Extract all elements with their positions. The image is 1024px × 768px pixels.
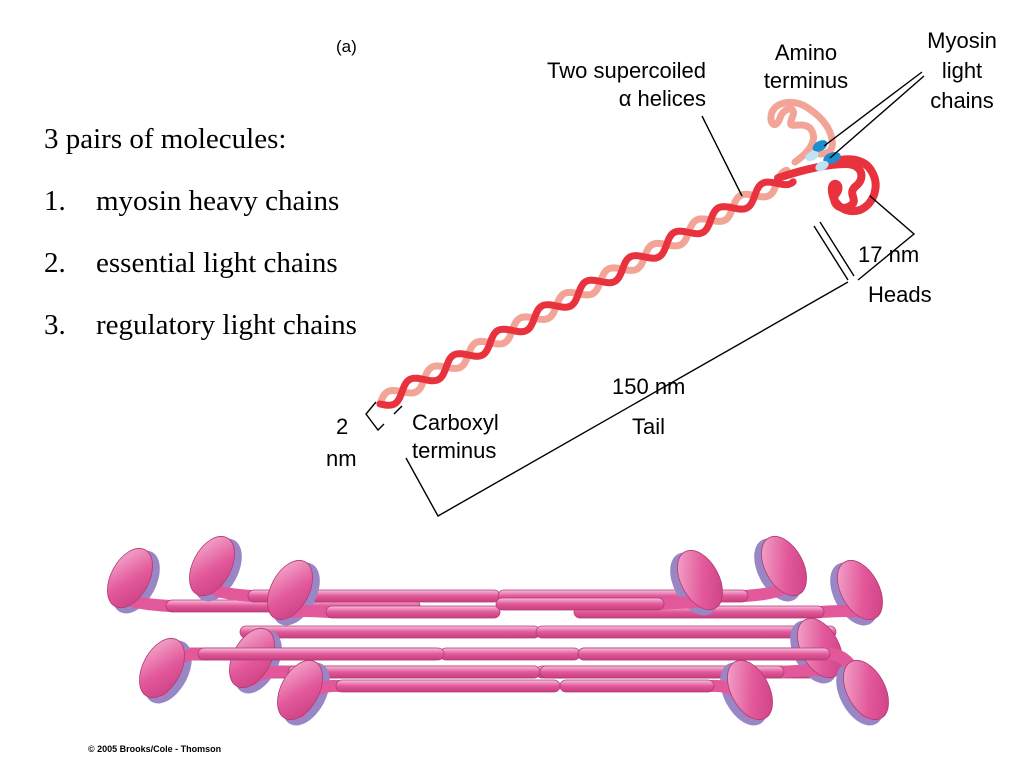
annotations: Two supercoiled α helices Amino terminus… bbox=[326, 28, 997, 517]
filament-rod bbox=[239, 625, 541, 639]
heads-tick bbox=[819, 221, 855, 277]
filament-rod bbox=[559, 679, 715, 693]
list-item-number: 2. bbox=[44, 247, 66, 279]
myosin-head bbox=[277, 659, 323, 721]
heads-size-label: 17 nm bbox=[858, 242, 919, 267]
myosin-head bbox=[107, 547, 153, 609]
filament-rod bbox=[495, 597, 665, 611]
light-chain-pale bbox=[805, 150, 819, 162]
myosin-head bbox=[761, 535, 807, 597]
tail-size-label: 150 nm bbox=[612, 374, 685, 399]
light-chains-leader bbox=[829, 75, 925, 159]
myosin-molecule bbox=[376, 99, 880, 409]
carboxyl-terminus-label: terminus bbox=[412, 438, 496, 463]
myosin-head bbox=[139, 637, 185, 699]
filament-rod bbox=[197, 647, 445, 661]
amino-terminus-label: terminus bbox=[764, 68, 848, 93]
list-item-number: 3. bbox=[44, 309, 66, 341]
width-unit-label: nm bbox=[326, 446, 357, 471]
molecule-list-heading: 3 pairs of molecules: bbox=[44, 123, 286, 155]
myosin-head-dark bbox=[774, 155, 880, 215]
amino-terminus-label: Amino bbox=[775, 40, 837, 65]
myosin-head bbox=[843, 659, 889, 721]
myosin-head bbox=[727, 659, 773, 721]
list-item: essential light chains bbox=[96, 247, 338, 279]
panel-label: (a) bbox=[336, 37, 357, 56]
tail-label: Tail bbox=[632, 414, 665, 439]
light-chains-label: light bbox=[942, 58, 982, 83]
light-chains-label: Myosin bbox=[927, 28, 997, 53]
filament-rod bbox=[335, 679, 561, 693]
filament-rod bbox=[535, 625, 837, 639]
filament-rod bbox=[577, 647, 831, 661]
heads-bracket bbox=[857, 195, 916, 281]
filament-rod bbox=[439, 647, 581, 661]
myosin-head bbox=[189, 535, 235, 597]
light-chain-pale bbox=[815, 160, 829, 172]
carboxyl-leader bbox=[393, 405, 403, 415]
myosin-head-light bbox=[767, 99, 836, 166]
essential-light-chain bbox=[812, 140, 828, 152]
myosin-head bbox=[677, 549, 723, 611]
tail-bracket bbox=[405, 281, 849, 517]
helices-label: Two supercoiled bbox=[547, 58, 706, 83]
width-bracket bbox=[365, 401, 385, 432]
regulatory-light-chain bbox=[823, 151, 841, 165]
width-value-label: 2 bbox=[336, 414, 348, 439]
light-chains-label: chains bbox=[930, 88, 994, 113]
helices-label: α helices bbox=[619, 86, 706, 111]
copyright-notice: © 2005 Brooks/Cole - Thomson bbox=[88, 744, 221, 754]
heads-label: Heads bbox=[868, 282, 932, 307]
carboxyl-terminus-label: Carboxyl bbox=[412, 410, 499, 435]
list-item: myosin heavy chains bbox=[96, 185, 339, 217]
light-chains-leader bbox=[823, 71, 923, 147]
heavy-chain-strand-dark bbox=[376, 178, 797, 409]
myosin-head bbox=[837, 559, 883, 621]
myosin-head bbox=[267, 559, 313, 621]
helices-leader bbox=[701, 115, 743, 197]
thick-filament bbox=[107, 535, 889, 726]
myosin-tail-helices bbox=[376, 166, 797, 409]
list-item: regulatory light chains bbox=[96, 309, 357, 341]
filament-rod bbox=[325, 605, 501, 619]
list-item-number: 1. bbox=[44, 185, 66, 217]
heads-tick bbox=[813, 225, 849, 281]
molecule-list: 3 pairs of molecules: 1. myosin heavy ch… bbox=[44, 123, 357, 341]
